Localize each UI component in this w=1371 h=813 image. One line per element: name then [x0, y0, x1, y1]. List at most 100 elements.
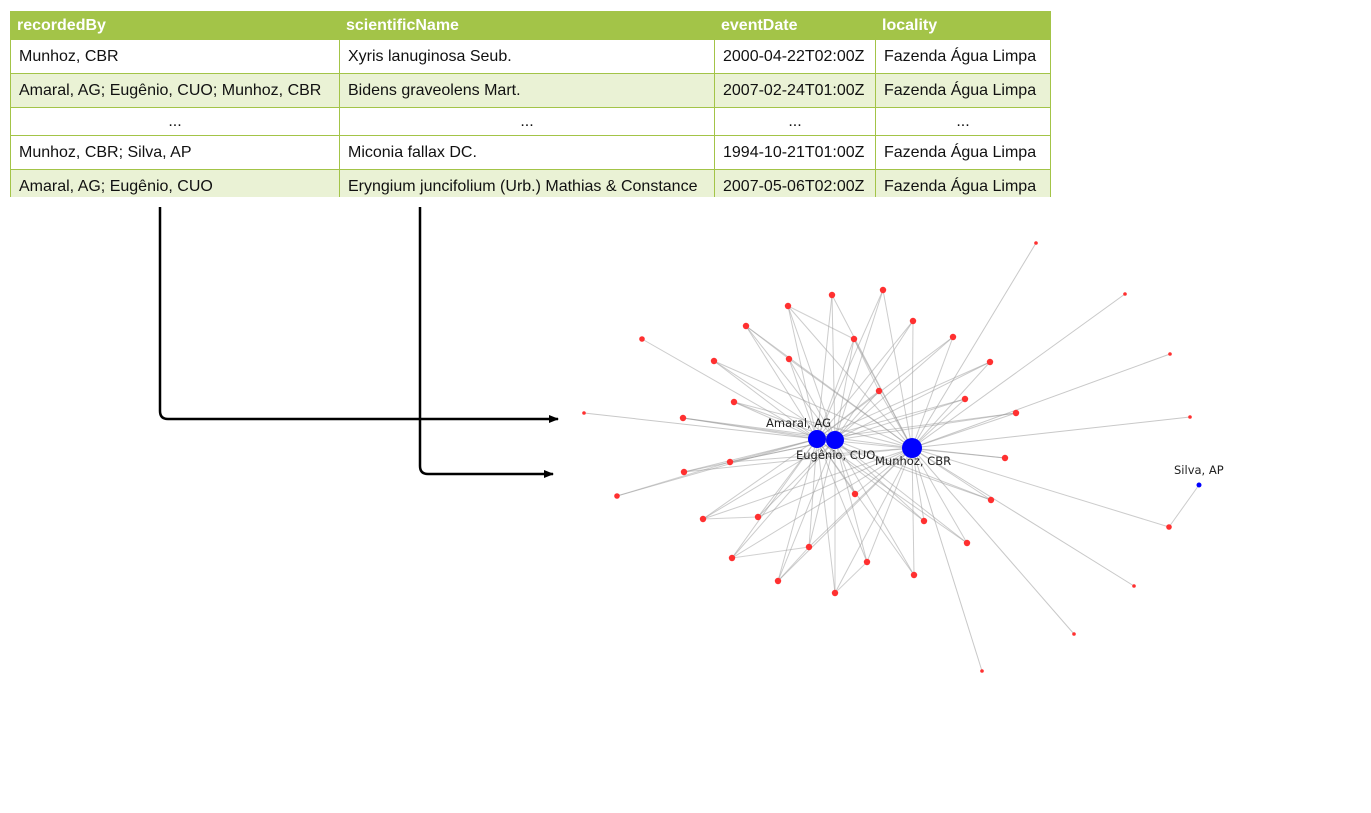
species-node[interactable]	[1166, 524, 1172, 530]
network-edge	[834, 439, 992, 501]
cell-scientificname: Bidens graveolens Mart.	[339, 73, 715, 108]
table-row[interactable]: Amaral, AG; Eugênio, CUO; Munhoz, CBR Bi…	[10, 73, 1051, 108]
cell-recordedby: Amaral, AG; Eugênio, CUO	[10, 169, 340, 197]
species-node[interactable]	[614, 493, 620, 499]
network-edge	[911, 353, 1171, 449]
species-node[interactable]	[1072, 632, 1076, 636]
species-node[interactable]	[730, 398, 738, 406]
network-edge	[911, 447, 1075, 635]
network-edge	[616, 461, 731, 497]
species-node[interactable]	[680, 468, 688, 476]
network-edge	[683, 447, 913, 473]
species-node[interactable]	[679, 414, 687, 422]
network-edge	[834, 447, 913, 594]
network-edge	[882, 289, 913, 449]
network-edge	[757, 447, 913, 518]
species-node[interactable]	[1123, 292, 1127, 296]
network-edge	[682, 417, 913, 449]
cell-locality: Fazenda Água Limpa	[875, 169, 1051, 197]
species-node[interactable]	[850, 335, 858, 343]
collector-node-eugenio[interactable]	[826, 431, 844, 449]
network-edge	[777, 546, 810, 582]
species-node[interactable]	[1132, 584, 1136, 588]
species-node[interactable]	[774, 577, 782, 585]
network-edge	[816, 390, 880, 440]
species-node[interactable]	[784, 302, 792, 310]
collector-label-silva: Silva, AP	[1174, 463, 1224, 477]
species-node[interactable]	[1012, 409, 1020, 417]
table-row[interactable]: Munhoz, CBR Xyris lanuginosa Seub. 2000-…	[10, 39, 1051, 74]
network-edge	[834, 439, 856, 495]
species-node[interactable]	[1034, 241, 1038, 245]
network-edge	[702, 516, 759, 520]
species-node[interactable]	[710, 357, 718, 365]
column-header-locality[interactable]: locality	[875, 11, 1051, 40]
network-edge	[733, 401, 818, 440]
network-edge	[757, 438, 818, 518]
network-edge	[911, 447, 1170, 528]
network-edge	[831, 294, 836, 441]
network-edge	[816, 438, 968, 544]
cell-recordedby: Munhoz, CBR; Silva, AP	[10, 135, 340, 170]
network-edge	[808, 439, 836, 548]
species-node[interactable]	[980, 669, 984, 673]
cell-ellipsis: ...	[10, 107, 340, 136]
network-edge	[816, 412, 1017, 440]
collector-labels: Amaral, AG Eugênio, CUO Munhoz, CBR Silv…	[766, 416, 1224, 477]
species-node[interactable]	[831, 589, 839, 597]
network-edge	[911, 447, 925, 522]
species-node[interactable]	[728, 554, 736, 562]
species-node[interactable]	[1001, 454, 1009, 462]
collector-node-silva[interactable]	[1196, 482, 1202, 488]
collector-node-amaral[interactable]	[808, 430, 826, 448]
network-edges	[583, 242, 1200, 672]
species-node[interactable]	[910, 571, 918, 579]
records-table: recordedBy scientificName eventDate loca…	[10, 11, 1051, 197]
table-row[interactable]: Munhoz, CBR; Silva, AP Miconia fallax DC…	[10, 135, 1051, 170]
network-edge	[1168, 484, 1200, 528]
network-edge	[816, 438, 868, 563]
species-node[interactable]	[1168, 352, 1172, 356]
species-node[interactable]	[987, 496, 995, 504]
cell-scientificname: Eryngium juncifolium (Urb.) Mathias & Co…	[339, 169, 715, 197]
species-node[interactable]	[851, 490, 859, 498]
species-node[interactable]	[909, 317, 917, 325]
network-edge	[731, 439, 836, 559]
species-node[interactable]	[582, 411, 586, 415]
network-edge	[745, 325, 818, 440]
species-node[interactable]	[863, 558, 871, 566]
network-edge	[911, 447, 1135, 587]
network-edge	[816, 438, 856, 495]
network-edge	[834, 439, 868, 563]
species-node[interactable]	[699, 515, 707, 523]
collector-node-munhoz[interactable]	[902, 438, 922, 458]
network-edge	[911, 412, 1017, 449]
network-edge	[702, 447, 913, 520]
species-node[interactable]	[742, 322, 750, 330]
species-node[interactable]	[961, 395, 969, 403]
collector-label-eugenio: Eugênio, CUO	[796, 448, 875, 462]
collector-label-munhoz: Munhoz, CBR	[875, 454, 951, 468]
column-header-recordedby[interactable]: recordedBy	[10, 11, 340, 40]
species-node[interactable]	[805, 543, 813, 551]
species-node[interactable]	[875, 387, 883, 395]
network-edge	[854, 447, 913, 495]
species-node[interactable]	[639, 336, 645, 342]
network-edge	[583, 412, 818, 440]
species-nodes	[582, 241, 1192, 673]
species-node[interactable]	[726, 458, 734, 466]
table-row[interactable]: Amaral, AG; Eugênio, CUO Eryngium juncif…	[10, 169, 1051, 197]
network-edge	[853, 338, 880, 392]
species-node[interactable]	[828, 291, 836, 299]
species-node[interactable]	[963, 539, 971, 547]
species-node[interactable]	[879, 286, 887, 294]
species-node[interactable]	[986, 358, 994, 366]
species-node[interactable]	[949, 333, 957, 341]
species-node[interactable]	[1188, 415, 1192, 419]
network-edge	[616, 438, 818, 497]
species-node[interactable]	[754, 513, 762, 521]
network-edge	[816, 361, 991, 440]
species-node[interactable]	[920, 517, 928, 525]
species-node[interactable]	[785, 355, 793, 363]
